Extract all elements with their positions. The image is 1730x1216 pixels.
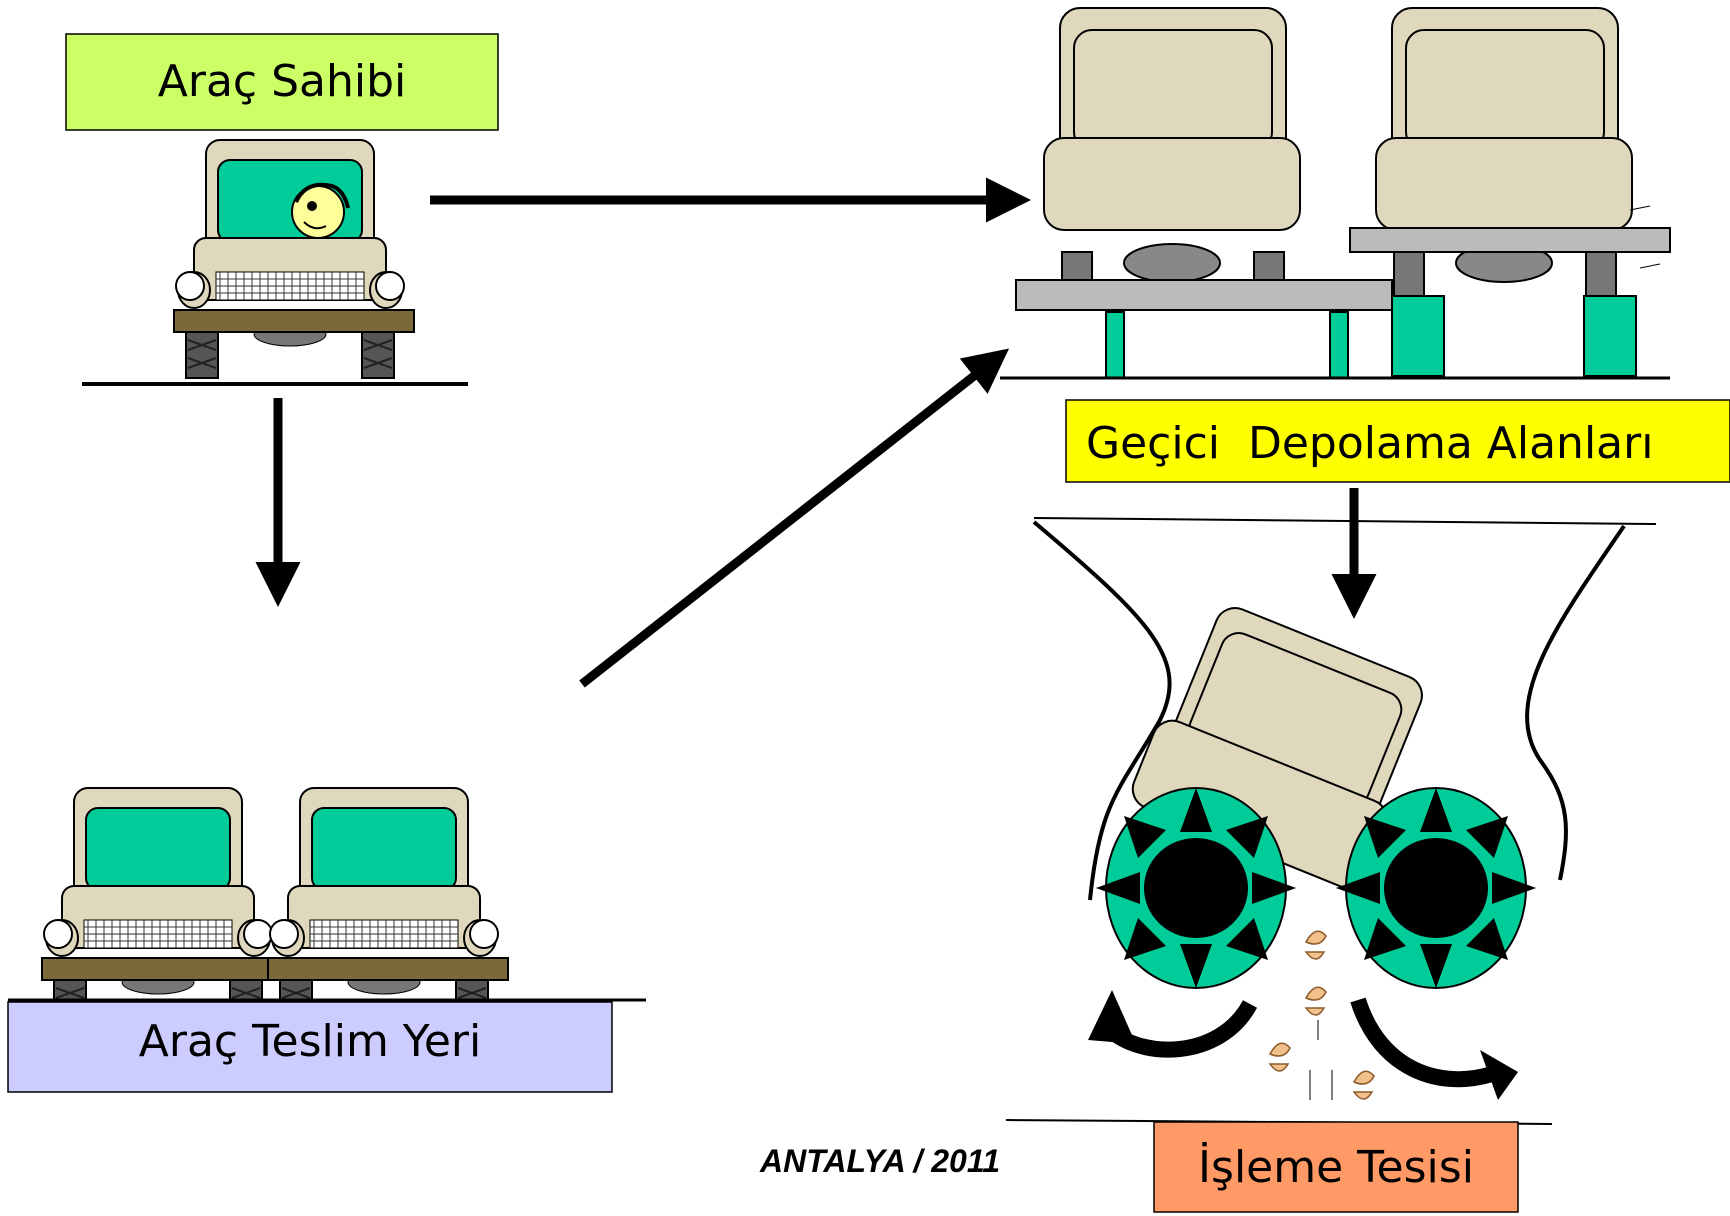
debris-icon: [1268, 930, 1375, 1100]
flow-arrows: [255, 177, 1377, 688]
hopper-left-wall: [1032, 520, 1172, 901]
delivery-point-section: Araç Teslim Yeri: [7, 787, 646, 1093]
processing-facility-label-box: [1153, 1121, 1519, 1213]
processing-facility-section: İşleme Tesisi: [1005, 517, 1657, 1213]
delivery-point-label-box: [7, 1001, 613, 1093]
temporary-storage-label: Geçici Depolama Alanları: [1086, 418, 1653, 469]
shredder-icon: [1095, 607, 1537, 989]
lifted-cars-icon: [1000, 7, 1671, 380]
rotation-arrow-icon: [1088, 990, 1258, 1058]
parked-cars-icon: [41, 787, 509, 1027]
delivery-point-label: Araç Teslim Yeri: [139, 1016, 481, 1067]
owner-section: Araç Sahibi: [65, 33, 499, 386]
car-with-driver-icon: [173, 139, 415, 379]
hopper-right-wall: [1525, 524, 1626, 881]
flow-arrow-icon: [579, 348, 1010, 688]
owner-label-box: [65, 33, 499, 131]
temporary-storage-label-box: [1065, 399, 1730, 483]
rotation-arrow-icon: [1350, 997, 1518, 1100]
footer-text: ANTALYA / 2011: [759, 1143, 1000, 1179]
temporary-storage-section: Geçici Depolama Alanları: [1000, 7, 1730, 483]
processing-facility-label: İşleme Tesisi: [1198, 1141, 1474, 1193]
owner-label: Araç Sahibi: [158, 56, 407, 107]
